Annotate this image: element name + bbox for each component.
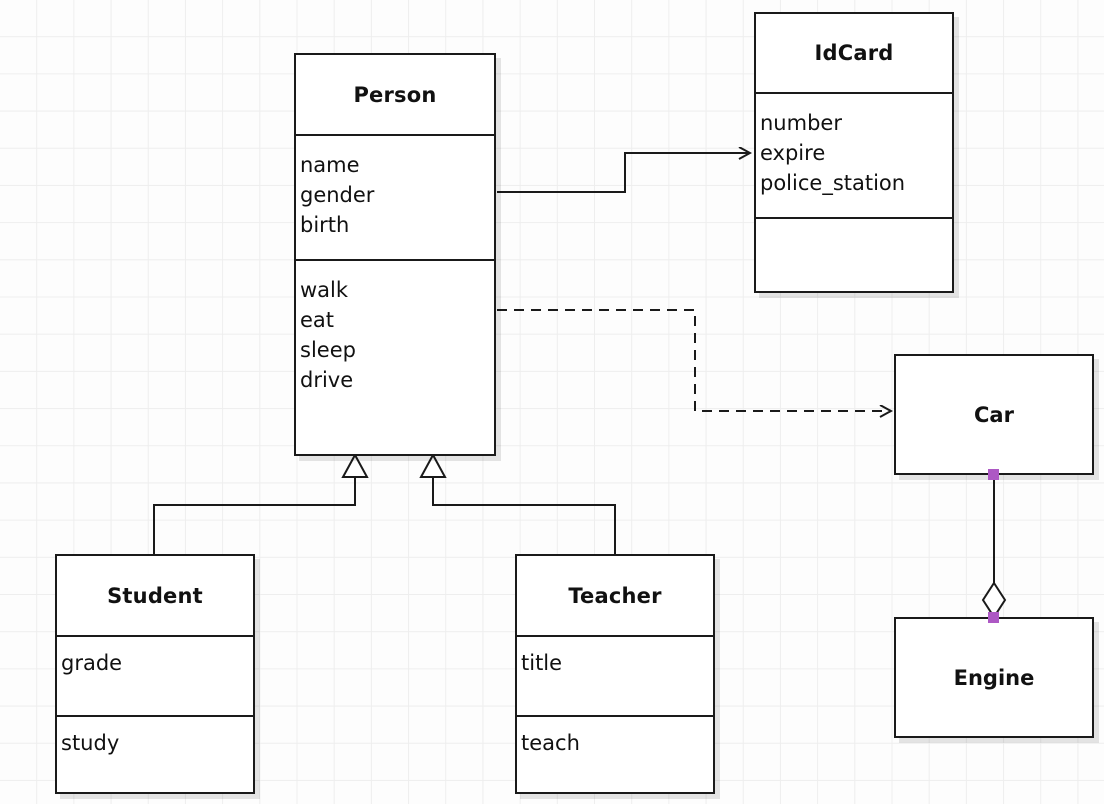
attribute-row: name [300,153,360,177]
method-row: study [61,731,120,755]
attribute-row: gender [300,183,375,207]
attribute-row: title [521,651,563,675]
class-student[interactable]: Student grade study [55,554,255,794]
edge-student-person[interactable] [153,452,369,554]
edge-person-idcard[interactable] [497,153,750,193]
class-engine-title: Engine [953,665,1035,690]
class-person-attributes: name gender birth [296,134,494,259]
attribute-row: number [760,111,842,135]
class-teacher-title: Teacher [568,583,662,608]
edge-person-car[interactable] [497,309,891,411]
attribute-row: grade [61,651,123,675]
class-person-title: Person [353,82,437,107]
class-student-attributes: grade [57,635,253,715]
method-row: drive [300,368,354,392]
attribute-row: expire [760,141,826,165]
attribute-row: birth [300,213,350,237]
class-idcard-attributes: number expire police_station [756,92,952,217]
class-teacher-methods: teach [517,715,713,796]
edge-car-engine[interactable] [981,475,1007,619]
class-car-title: Car [974,402,1014,427]
edge-teacher-person[interactable] [419,452,616,554]
class-idcard[interactable]: IdCard number expire police_station [754,12,954,293]
class-person-methods: walk eat sleep drive [296,259,494,454]
attribute-row: police_station [760,171,906,195]
class-idcard-title: IdCard [814,41,894,65]
method-row: teach [521,731,580,755]
class-student-methods: study [57,715,253,796]
class-person[interactable]: Person name gender birth walk eat sleep … [294,53,496,456]
class-teacher-attributes: title [517,635,713,715]
connection-port-car-bottom[interactable] [988,469,999,480]
method-row: walk [300,278,349,302]
method-row: sleep [300,338,356,362]
method-row: eat [300,308,335,332]
connection-port-engine-top[interactable] [988,612,999,623]
class-student-title: Student [107,583,203,608]
class-car[interactable]: Car [894,354,1094,475]
class-engine[interactable]: Engine [894,617,1094,738]
class-teacher[interactable]: Teacher title teach [515,554,715,794]
class-idcard-methods [756,217,952,295]
